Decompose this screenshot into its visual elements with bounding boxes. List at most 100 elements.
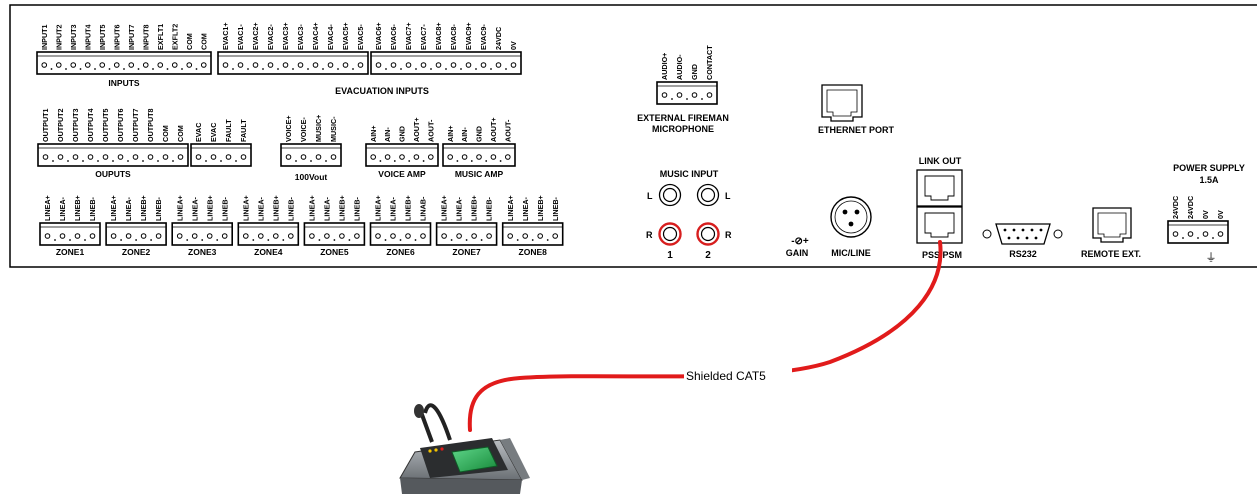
terminal-block-zone-3: LINEA+LINEA-LINEB+LINEB-ZONE3 <box>171 195 233 257</box>
rs232-label: RS232 <box>1009 249 1037 259</box>
link-out-rj45-port <box>916 169 963 207</box>
terminal-screw <box>510 62 517 68</box>
block-caption: 100Vout <box>295 172 328 182</box>
pin-label: LINEA- <box>256 196 265 221</box>
terminal-screw <box>315 154 322 160</box>
terminal-block-evac-a: EVAC1+EVAC1-EVAC2+EVAC2-EVAC3+EVAC3-EVAC… <box>217 22 369 75</box>
terminal-screw <box>252 62 259 68</box>
pin-label: GND <box>690 64 699 80</box>
fireman-label-line1: EXTERNAL FIREMAN <box>637 113 729 123</box>
rca-1-right-jack <box>658 222 682 246</box>
terminal-block-zone-5: LINEA+LINEA-LINEB+LINEB-ZONE5 <box>303 195 366 257</box>
terminal-screw <box>476 154 482 160</box>
terminal-screw <box>44 233 51 239</box>
pin-label: OUTPUT6 <box>116 108 125 142</box>
pin-label: LINEB+ <box>205 195 214 221</box>
terminal-screw <box>447 154 454 160</box>
pin-label: AOUT+ <box>489 117 498 142</box>
pin-label: 24VDC <box>1186 196 1195 219</box>
pin-label: GND <box>475 126 484 142</box>
terminal-screw <box>495 62 502 68</box>
terminal-screw <box>70 62 77 68</box>
pin-label: COM <box>199 33 208 50</box>
terminal-screw <box>128 62 135 68</box>
gain-label: GAIN <box>786 248 809 258</box>
terminal-screw <box>375 62 382 68</box>
music-input-2-l-label: L <box>725 191 731 201</box>
terminal-screw <box>243 233 249 239</box>
zone-terminal-blocks: LINEA+LINEA-LINEB+LINEB-ZONE1LINEA+LINEA… <box>39 195 564 257</box>
terminal-screw <box>1202 231 1209 237</box>
shielded-cat5-cable <box>467 240 943 432</box>
pin-label: EVAC3+ <box>281 22 290 50</box>
pin-label: AIN+ <box>369 125 378 142</box>
terminal-screw <box>191 233 198 239</box>
terminal-screw <box>552 233 559 239</box>
terminal-screw <box>225 154 232 160</box>
mic-line-label: MIC/LINE <box>831 248 871 258</box>
pin-label: EVAC1- <box>236 24 245 50</box>
terminal-block-voice-music: VOICE+VOICE-MUSIC+MUSIC-100Vout <box>280 115 342 182</box>
terminal-screw <box>171 62 178 68</box>
terminal-screw <box>195 154 202 160</box>
pin-label: AUDIO- <box>675 54 684 80</box>
terminal-screw <box>420 62 427 68</box>
terminal-screw <box>691 92 698 98</box>
pin-label: LINEA+ <box>374 195 383 221</box>
terminal-screw <box>465 62 472 68</box>
pin-label: VOICE+ <box>284 115 293 142</box>
pin-label: LINEB+ <box>404 195 413 221</box>
pin-label: EVAC3- <box>296 24 305 50</box>
terminal-screw <box>273 233 279 239</box>
terminal-screw <box>125 233 132 239</box>
block-caption: ZONE2 <box>122 247 151 257</box>
remote-ext-label: REMOTE EXT. <box>1081 249 1141 259</box>
terminal-screw <box>390 62 397 68</box>
pin-label: LINAB- <box>419 196 428 221</box>
music-input-1-r-label: R <box>646 230 653 240</box>
pin-label: 0V <box>1201 210 1210 219</box>
terminal-screw <box>450 62 457 68</box>
terminal-screw <box>537 233 544 239</box>
cable-label: Shielded CAT5 <box>686 369 766 383</box>
terminal-screw <box>186 62 193 68</box>
pin-label: OUTPUT8 <box>146 108 155 142</box>
block-caption: INPUTS <box>108 78 140 88</box>
pin-label: INPUT4 <box>83 24 92 50</box>
pin-label: 24VDC <box>494 27 503 50</box>
pin-label: OUTPUT2 <box>56 108 65 142</box>
block-caption: ZONE6 <box>386 247 415 257</box>
terminal-screw <box>1187 231 1194 237</box>
terminal-screw <box>206 233 213 239</box>
pin-label: OUTPUT5 <box>101 108 110 142</box>
terminal-screw <box>177 154 184 160</box>
pin-label: 0V <box>1216 210 1225 219</box>
pin-label: LINEB+ <box>470 195 479 221</box>
terminal-screw <box>357 62 364 68</box>
terminal-screw <box>140 233 147 239</box>
terminal-screw <box>102 154 109 160</box>
terminal-block-zone-4: LINEA+LINEA-LINEB+LINEB-ZONE4 <box>237 195 300 257</box>
pin-label: LINEA+ <box>43 195 52 221</box>
terminal-screw <box>420 233 426 239</box>
pin-label: EVAC8- <box>449 24 458 50</box>
terminal-screw <box>222 62 229 68</box>
pin-label: LINEB- <box>353 196 362 221</box>
block-caption: VOICE AMP <box>378 169 426 179</box>
terminal-screw <box>522 233 529 239</box>
block-caption: ZONE5 <box>320 247 349 257</box>
pin-label: OUTPUT1 <box>41 108 50 142</box>
terminal-screw <box>89 233 96 239</box>
pin-label: LINEB+ <box>271 195 280 221</box>
terminal-screw <box>155 233 162 239</box>
pin-label: FAULT <box>224 119 233 142</box>
pin-label: EVAC7+ <box>404 22 413 50</box>
pin-label: EVAC5- <box>356 24 365 50</box>
terminal-screw <box>147 154 154 160</box>
pin-label: EVAC9+ <box>464 22 473 50</box>
pin-label: LINEA+ <box>109 195 118 221</box>
